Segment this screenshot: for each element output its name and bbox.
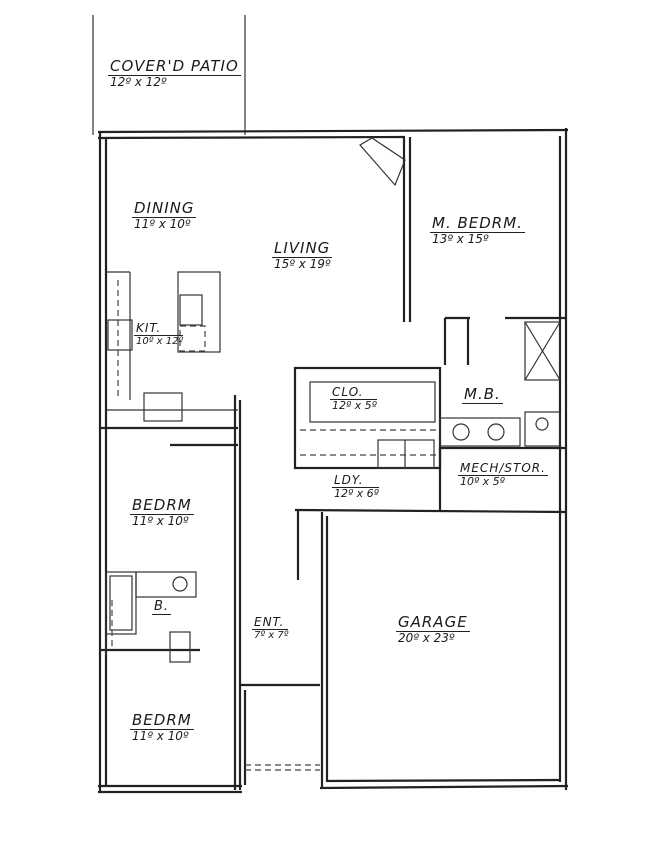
master-bedroom-walls <box>359 137 566 381</box>
room-label-master-bedroom: M. BEDRM.13º x 15º <box>430 214 525 246</box>
bedroom-wing-walls <box>100 395 242 790</box>
room-label-bath: B. <box>152 599 172 616</box>
room-label-entry: ENT.7º x 7º <box>252 615 289 642</box>
entry-walls <box>240 683 320 785</box>
room-label-mech-storage: MECH/STOR.10º x 5º <box>458 461 548 489</box>
exterior-walls <box>97 128 569 794</box>
closet-laundry-walls <box>293 366 566 512</box>
kitchen-fixtures <box>106 271 238 422</box>
garage-walls <box>294 508 567 788</box>
patio-lines <box>92 15 246 135</box>
room-label-laundry: LDY.12º x 6º <box>332 473 379 501</box>
room-label-closet: CLO.12º x 5º <box>330 385 377 413</box>
room-label-master-bath: M.B. <box>462 385 503 404</box>
room-label-kitchen: KIT.10º x 12º <box>134 321 184 348</box>
